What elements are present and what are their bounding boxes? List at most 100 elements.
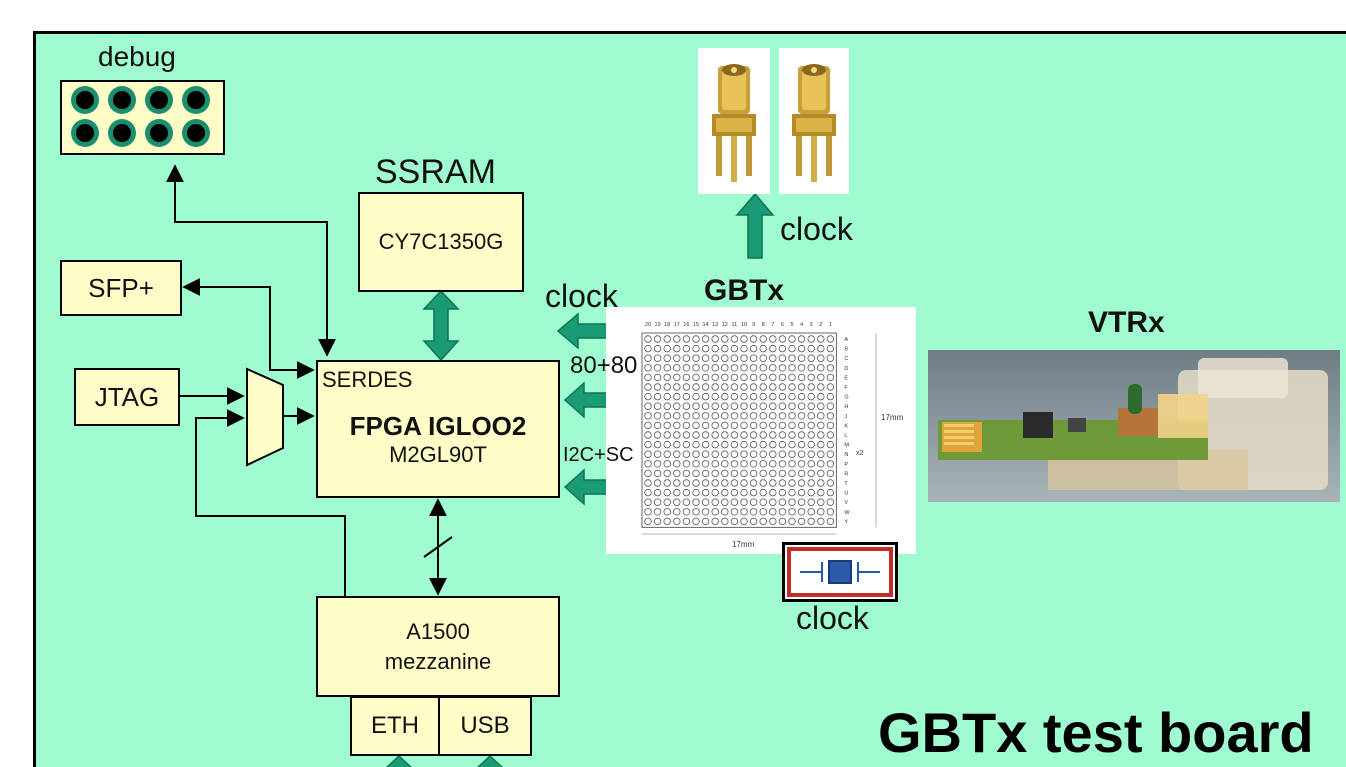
gbtx-ball: [788, 344, 796, 353]
gbtx-ball: [653, 469, 662, 478]
gbtx-ball: [797, 508, 806, 516]
fpga-name: FPGA IGLOO2: [349, 410, 527, 441]
gbtx-ball: [778, 517, 787, 526]
gbtx-ball: [788, 479, 796, 487]
gbtx-ball: [730, 460, 739, 468]
gbtx-ball: [807, 488, 815, 497]
gbtx-ball: [673, 421, 681, 430]
gbtx-ball: [721, 364, 729, 372]
gbtx-ball: [682, 335, 691, 343]
gbtx-ball: [711, 517, 719, 526]
gbtx-ball: [711, 335, 719, 343]
gbtx-ball: [817, 431, 825, 439]
gbtx-ball: [788, 431, 796, 439]
gbtx-ball: [826, 402, 835, 410]
gbtx-ball: [807, 421, 815, 430]
jtag-block: JTAG: [74, 368, 180, 426]
gbtx-ball: [711, 373, 719, 382]
gbtx-col-label: 9: [752, 322, 755, 328]
gbtx-col-label: 17: [674, 322, 680, 328]
eth-label: ETH: [371, 712, 419, 739]
gbtx-ball: [701, 344, 710, 353]
gbtx-ball: [788, 450, 796, 458]
gbtx-ball: [759, 469, 767, 478]
gbtx-col-label: 7: [771, 322, 774, 328]
gbtx-col-label: 1: [829, 322, 832, 328]
gbtx-ball: [826, 354, 835, 362]
gbtx-ball: [817, 335, 825, 343]
gbtx-ball: [769, 402, 777, 410]
gbtx-ball: [740, 373, 748, 382]
gbtx-ball: [644, 335, 652, 343]
gbtx-ball: [673, 344, 681, 353]
gbtx-ball: [673, 517, 681, 526]
gbtx-ball: [721, 431, 729, 439]
gbtx-col-label: 6: [781, 322, 784, 328]
gbtx-ball: [749, 364, 758, 372]
gbtx-ball: [807, 344, 815, 353]
gbtx-ball: [653, 421, 662, 430]
gbtx-ball: [711, 508, 719, 516]
gbtx-ball: [730, 402, 739, 410]
gbtx-ball: [730, 373, 739, 382]
gbtx-ball: [730, 364, 739, 372]
gbtx-ball: [826, 440, 835, 449]
gbtx-col-label: 3: [810, 322, 813, 328]
gbtx-ball: [797, 402, 806, 410]
gbtx-ball: [730, 440, 739, 449]
gbtx-col-label: 13: [712, 322, 718, 328]
gbtx-ball: [653, 402, 662, 410]
gbtx-ball: [663, 392, 671, 401]
gbtx-ball: [663, 373, 671, 382]
sfp-block: SFP+: [60, 260, 182, 316]
gbtx-ball: [692, 488, 700, 497]
gbtx-ball: [769, 440, 777, 449]
gbtx-col-label: 18: [664, 322, 670, 328]
gbtx-ball: [644, 373, 652, 382]
gbtx-ball: [653, 373, 662, 382]
gbtx-row-label: J: [844, 414, 847, 420]
gbtx-ball: [826, 421, 835, 430]
gbtx-ball: [682, 498, 691, 506]
gbtx-ball: [711, 498, 719, 506]
gbtx-row-label: Y: [844, 519, 848, 525]
debug-pin-hole: [76, 124, 94, 142]
gbtx-ball: [721, 479, 729, 487]
jtag-mux: [246, 367, 284, 467]
gbtx-ball: [730, 335, 739, 343]
gbtx-ball: [769, 421, 777, 430]
vtrx-module-photo: [928, 350, 1340, 502]
gbtx-ball: [769, 508, 777, 516]
control-bus-label: I2C+SC: [563, 444, 634, 466]
gbtx-ball: [759, 460, 767, 468]
gbtx-ball: [653, 354, 662, 362]
gbtx-ball: [682, 344, 691, 353]
gbtx-ball: [778, 431, 787, 439]
gbtx-ball: [663, 335, 671, 343]
gbtx-ball: [644, 479, 652, 487]
gbtx-ball: [663, 450, 671, 458]
gbtx-row-label: F: [844, 385, 848, 391]
gbtx-ball: [682, 488, 691, 497]
gbtx-ball: [653, 364, 662, 372]
gbtx-ball: [653, 517, 662, 526]
gbtx-ball: [730, 344, 739, 353]
gbtx-ball: [740, 412, 748, 420]
gbtx-ball: [701, 421, 710, 430]
gbtx-ball: [759, 498, 767, 506]
gbtx-row-label: K: [844, 423, 848, 429]
gbtx-ball: [682, 431, 691, 439]
gbtx-ball: [644, 508, 652, 516]
gbtx-ball: [711, 440, 719, 449]
gbtx-ball: [788, 440, 796, 449]
gbtx-ball: [740, 354, 748, 362]
gbtx-ball: [826, 383, 835, 391]
gbtx-ball: [682, 460, 691, 468]
gbtx-ball: [721, 450, 729, 458]
gbtx-ball: [721, 344, 729, 353]
gbtx-ball: [701, 498, 710, 506]
gbtx-col-label: 12: [722, 322, 728, 328]
gbtx-ball: [807, 364, 815, 372]
fpga-serdes-label: SERDES: [322, 367, 413, 392]
